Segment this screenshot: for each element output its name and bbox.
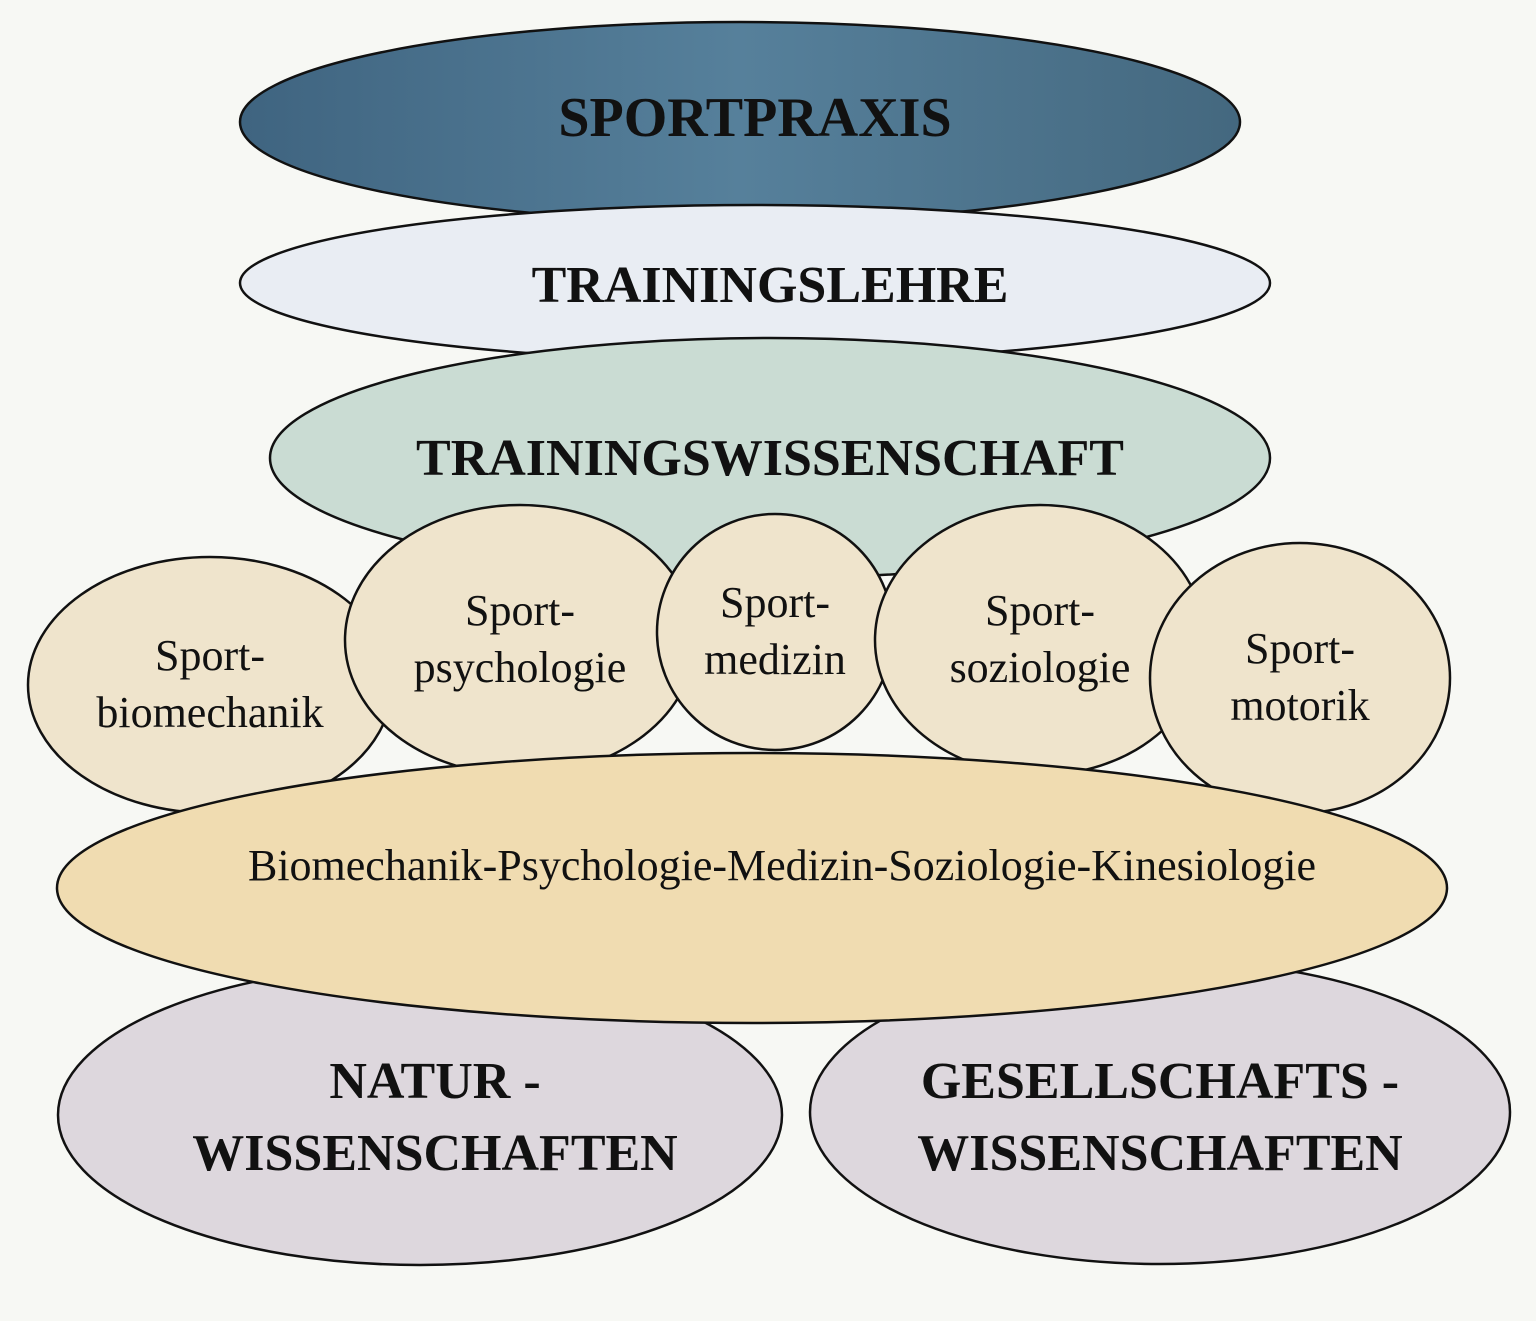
label-natur-line2: WISSENSCHAFTEN — [192, 1125, 677, 1182]
discipline-circles: Sport-biomechanikSport-psychologieSport-… — [26, 503, 1452, 815]
discipline-line2: psychologie — [414, 643, 627, 692]
discipline-line1: Sport- — [465, 586, 575, 635]
ellipse-foundation-gesellschaft: GESELLSCHAFTS - WISSENSCHAFTEN — [808, 958, 1512, 1266]
ellipse-trainingslehre: TRAININGSLEHRE — [238, 203, 1272, 363]
discipline-line2: biomechanik — [96, 688, 323, 737]
label-trainingswissenschaft: TRAININGSWISSENSCHAFT — [416, 430, 1124, 487]
ellipse-base-sciences: Biomechanik-Psychologie-Medizin-Soziolog… — [55, 751, 1449, 1025]
label-natur-line1: NATUR - — [329, 1053, 540, 1110]
ellipse-sportpraxis: SPORTPRAXIS — [238, 20, 1242, 224]
label-sportpraxis: SPORTPRAXIS — [558, 87, 951, 149]
discipline-line1: Sport- — [155, 631, 265, 680]
discipline-line2: medizin — [704, 635, 846, 684]
discipline-psychologie: Sport-psychologie — [343, 503, 697, 777]
label-gesellschaft-line1: GESELLSCHAFTS - — [921, 1053, 1399, 1110]
discipline-line1: Sport- — [720, 578, 830, 627]
discipline-line2: soziologie — [950, 643, 1131, 692]
discipline-motorik: Sport-motorik — [1148, 541, 1452, 815]
ellipse-foundation-natur: NATUR - WISSENSCHAFTEN — [56, 963, 784, 1267]
discipline-biomechanik: Sport-biomechanik — [26, 555, 394, 815]
label-trainingslehre: TRAININGSLEHRE — [532, 257, 1009, 314]
discipline-line2: motorik — [1230, 681, 1369, 730]
discipline-line1: Sport- — [1245, 624, 1355, 673]
label-gesellschaft-line2: WISSENSCHAFTEN — [917, 1125, 1402, 1182]
label-base-sciences: Biomechanik-Psychologie-Medizin-Soziolog… — [248, 841, 1316, 890]
discipline-medizin: Sport-medizin — [655, 512, 895, 752]
discipline-line1: Sport- — [985, 586, 1095, 635]
